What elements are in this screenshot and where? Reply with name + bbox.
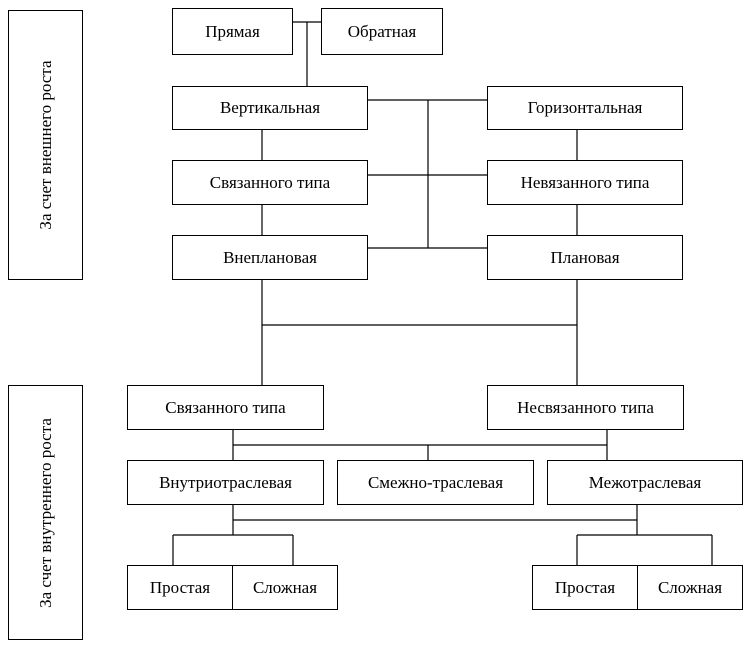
planned-box: Плановая bbox=[487, 235, 683, 280]
internal-growth-side-box: За счет внутреннего роста bbox=[8, 385, 83, 640]
right-complex-box: Сложная bbox=[637, 565, 743, 610]
external-growth-side-box: За счет внешнего роста bbox=[8, 10, 83, 280]
external-unrelated-box: Невязанного типа bbox=[487, 160, 683, 205]
internal-unrelated-box: Несвязанного типа bbox=[487, 385, 684, 430]
adjacent-industry-box: Смежно-траслевая bbox=[337, 460, 534, 505]
internal-growth-side-label: За счет внутреннего роста bbox=[35, 417, 55, 608]
direct-box: Прямая bbox=[172, 8, 293, 55]
left-simple-box: Простая bbox=[127, 565, 233, 610]
left-complex-box: Сложная bbox=[232, 565, 338, 610]
internal-related-box: Связанного типа bbox=[127, 385, 324, 430]
unplanned-box: Внеплановая bbox=[172, 235, 368, 280]
vertical-box: Вертикальная bbox=[172, 86, 368, 130]
external-growth-side-label: За счет внешнего роста bbox=[35, 60, 55, 230]
inter-industry-box: Межотраслевая bbox=[547, 460, 743, 505]
horizontal-box: Горизонтальная bbox=[487, 86, 683, 130]
right-simple-box: Простая bbox=[532, 565, 638, 610]
intra-industry-box: Внутриотраслевая bbox=[127, 460, 324, 505]
reverse-box: Обратная bbox=[321, 8, 443, 55]
external-related-box: Связанного типа bbox=[172, 160, 368, 205]
